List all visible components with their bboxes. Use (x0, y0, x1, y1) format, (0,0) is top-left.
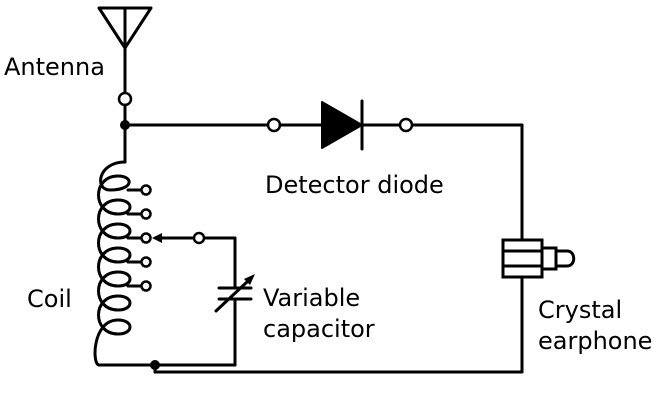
detector-diode-label: Detector diode (265, 171, 444, 199)
variable-capacitor-symbol (203, 236, 255, 367)
antenna-label: Antenna (4, 53, 105, 81)
coil-symbol (93, 160, 206, 367)
coil-tap-3 (140, 232, 152, 244)
coil-tap-4 (140, 256, 152, 268)
coil-tap-2 (140, 208, 152, 220)
diode-terminal-left (266, 117, 282, 133)
diode-terminal-right (398, 117, 414, 133)
antenna-symbol (97, 6, 153, 107)
variable-capacitor-label-line1: Variable (263, 284, 361, 312)
crystal-earphone-symbol (501, 238, 576, 279)
antenna-terminal (117, 91, 133, 107)
main-wires (97, 103, 524, 374)
selector-terminal (192, 231, 206, 245)
crystal-earphone-label-line2: earphone (538, 327, 653, 355)
detector-diode-symbol (266, 99, 414, 151)
coil-label: Coil (27, 285, 72, 313)
crystal-earphone-label-line1: Crystal (538, 296, 623, 324)
coil-tap-5 (140, 280, 152, 292)
coil-tap-1 (140, 184, 152, 196)
variable-capacitor-label-line2: capacitor (263, 315, 375, 343)
junction-dot-bottom (150, 360, 160, 370)
